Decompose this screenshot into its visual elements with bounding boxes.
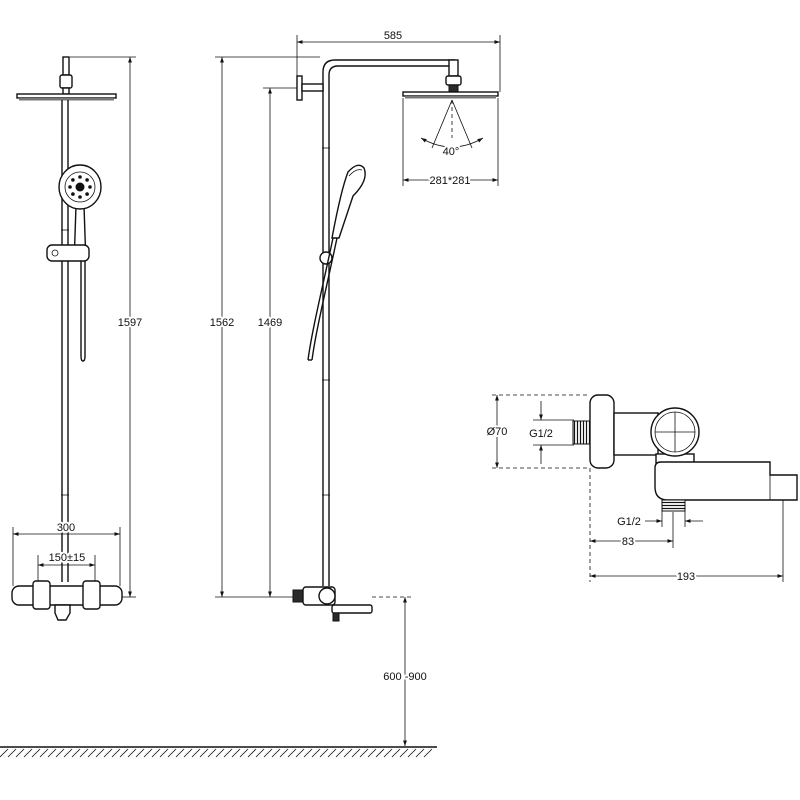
bath-spout <box>654 461 798 501</box>
mount-height-label: 600 -900 <box>383 671 426 683</box>
overhead-connector-front <box>59 56 73 95</box>
spray-angle-marker: 40° <box>420 99 484 160</box>
hand-shower-side <box>331 164 366 239</box>
body-diameter-label: Ø70 <box>487 426 508 438</box>
hose-side <box>307 237 338 361</box>
dimension-spout-length: 193 <box>590 500 784 585</box>
dimension-bar-width: 300 <box>12 520 121 586</box>
overhead-shower-front <box>16 93 117 101</box>
dimension-outlet-offset: 83 <box>589 468 674 582</box>
floor-line <box>0 746 437 758</box>
dimension-mount-height: 600 -900 <box>381 597 429 746</box>
dimension-total-height: 1597 <box>70 56 144 598</box>
total-height-label: 1597 <box>118 317 142 329</box>
dimension-bracket-height: 1469 <box>256 87 297 597</box>
arm-length-label: 585 <box>384 30 402 42</box>
mixer-detail-view: Ø70 G1/2 G1/2 83 193 <box>485 394 798 585</box>
head-size-label: 281*281 <box>430 175 471 187</box>
dimension-head-height: 1562 <box>208 56 320 597</box>
thermostatic-mixer-front <box>11 580 123 621</box>
hand-shower-front <box>58 164 102 251</box>
front-view: 1597 300 150±15 <box>11 56 144 621</box>
dimension-inlet-spacing: 150±15 <box>37 550 96 581</box>
dimension-head-size: 281*281 <box>402 98 499 189</box>
control-knob <box>650 407 700 457</box>
outlet-thread-label: G1/2 <box>617 516 641 528</box>
hose-front <box>80 261 86 362</box>
outlet-thread <box>661 499 686 512</box>
shower-pole-side <box>322 59 455 586</box>
dimension-inlet-thread: G1/2 <box>527 401 574 464</box>
head-height-label: 1562 <box>210 317 234 329</box>
slide-holder-front <box>46 244 90 262</box>
overhead-shower-side <box>402 91 499 99</box>
bar-width-label: 300 <box>57 522 75 534</box>
dimension-outlet-thread: G1/2 <box>615 506 703 530</box>
outlet-offset-label: 83 <box>622 536 634 548</box>
spout-length-label: 193 <box>677 571 695 583</box>
overhead-connector-side <box>445 59 462 93</box>
spray-angle-label: 40° <box>443 146 460 158</box>
side-view: 40° 585 281*281 1562 1469 <box>0 28 501 758</box>
inlet-spacing-label: 150±15 <box>49 552 86 564</box>
thermostatic-mixer-side <box>292 586 373 622</box>
bracket-height-label: 1469 <box>258 317 282 329</box>
inlet-thread-connector <box>572 420 591 445</box>
dimension-body-diameter: Ø70 <box>485 394 590 469</box>
inlet-thread-label: G1/2 <box>529 428 553 440</box>
dimension-arm-length: 585 <box>296 28 501 92</box>
wall-bracket-side <box>296 75 324 101</box>
wall-flange <box>589 394 615 469</box>
